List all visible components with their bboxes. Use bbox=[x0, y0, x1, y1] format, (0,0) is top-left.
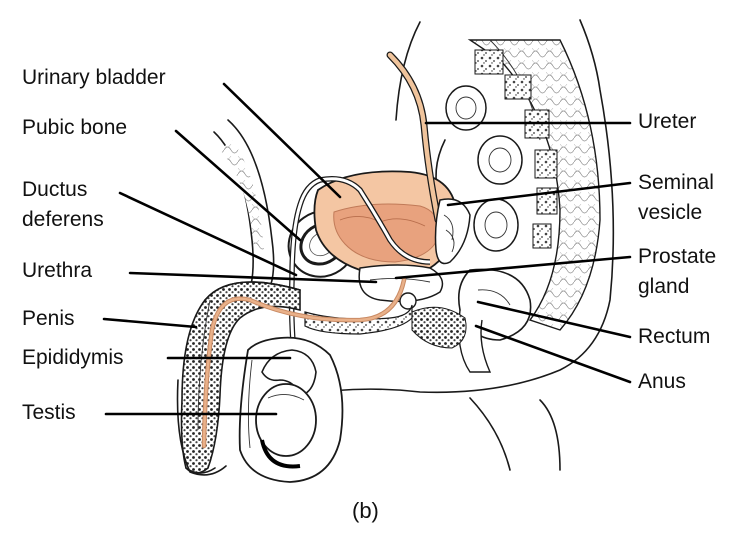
label-seminal-vesicle-line2: vesicle bbox=[638, 201, 703, 224]
label-ductus-deferens-line1: Ductus bbox=[22, 178, 88, 201]
leader-penis bbox=[102, 317, 198, 329]
leader-urinary-bladder bbox=[222, 82, 342, 199]
epididymis bbox=[261, 349, 317, 397]
label-urinary-bladder: Urinary bladder bbox=[22, 66, 166, 89]
label-anus: Anus bbox=[638, 370, 686, 393]
sacrum bbox=[467, 39, 601, 331]
rectum bbox=[457, 268, 532, 373]
label-penis: Penis bbox=[22, 307, 75, 330]
leader-anus bbox=[474, 324, 632, 384]
leader-seminal-vesicle bbox=[446, 181, 632, 207]
label-rectum: Rectum bbox=[638, 325, 711, 348]
label-seminal-vesicle-line1: Seminal bbox=[638, 171, 714, 194]
label-testis: Testis bbox=[22, 401, 76, 424]
label-urethra: Urethra bbox=[22, 259, 93, 282]
label-pubic-bone: Pubic bone bbox=[22, 116, 128, 139]
label-prostate-gland-line1: Prostate bbox=[638, 245, 717, 268]
label-ductus-deferens-line2: deferens bbox=[22, 208, 104, 231]
leader-prostate-gland bbox=[394, 255, 632, 280]
label-epididymis: Epididymis bbox=[22, 346, 124, 369]
leader-lines bbox=[102, 82, 632, 416]
leader-urethra bbox=[128, 271, 378, 284]
leader-pubic-bone bbox=[174, 129, 302, 242]
figure-caption: (b) bbox=[352, 498, 379, 523]
leader-rectum bbox=[476, 300, 632, 339]
leader-ductus-deferens bbox=[118, 191, 298, 277]
label-ureter: Ureter bbox=[638, 110, 697, 133]
prostate-gland bbox=[358, 264, 444, 303]
label-prostate-gland-line2: gland bbox=[638, 275, 690, 298]
testis bbox=[255, 383, 317, 469]
